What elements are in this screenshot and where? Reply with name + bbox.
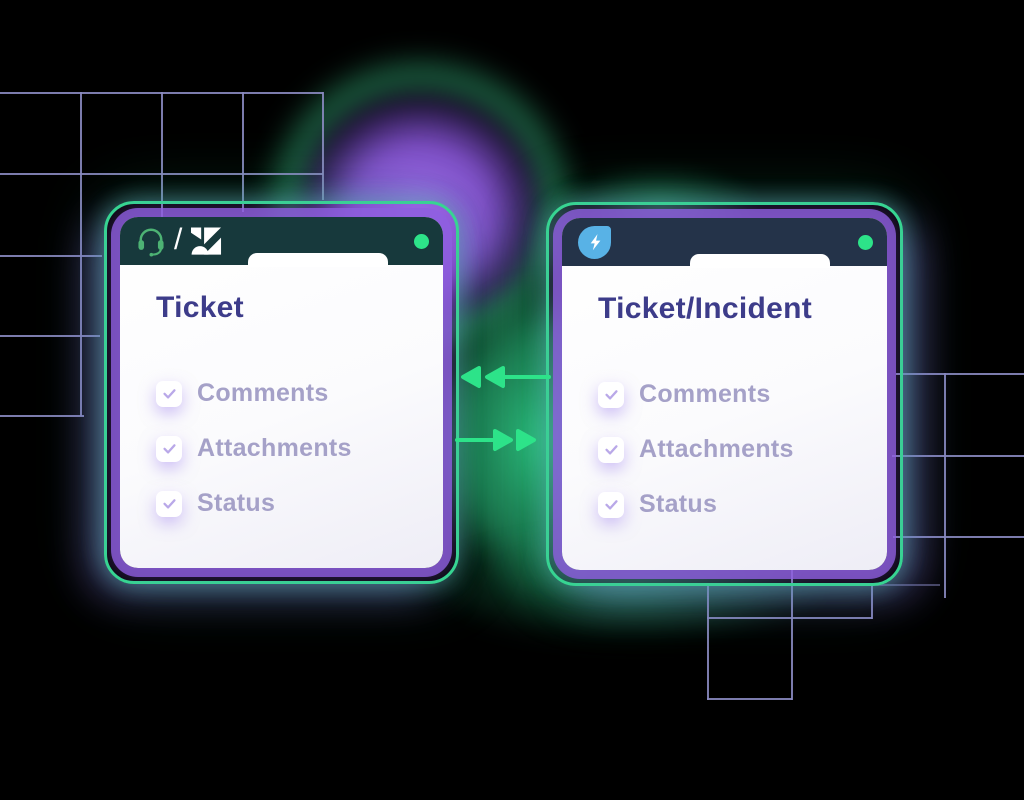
grid-line	[871, 584, 873, 619]
field-row-status: Status	[598, 490, 867, 519]
arrowhead-right-icon	[492, 427, 516, 453]
grid-line	[707, 584, 709, 700]
field-label: Attachments	[639, 435, 794, 463]
grid-line	[944, 373, 946, 598]
field-label: Status	[197, 489, 276, 517]
field-label: Attachments	[197, 434, 352, 462]
grid-line	[80, 92, 82, 416]
logo-separator: /	[174, 223, 183, 256]
checkbox-attachments[interactable]	[598, 436, 624, 463]
status-dot	[858, 234, 873, 250]
grid-line	[893, 536, 1024, 538]
field-label: Comments	[639, 380, 771, 408]
grid-line	[0, 335, 100, 337]
checkbox-status[interactable]	[156, 490, 182, 517]
card-title: Ticket/Incident	[598, 292, 813, 325]
incident-ticket-window: Ticket/Incident Comments Attachments	[546, 202, 903, 586]
card-body: Ticket Comments Attachments	[120, 265, 443, 518]
field-list: Comments Attachments Status	[598, 380, 867, 519]
card-body: Ticket/Incident Comments Attachments	[562, 266, 887, 519]
field-row-attachments: Attachments	[598, 435, 867, 464]
checkbox-comments[interactable]	[598, 381, 624, 408]
field-list: Comments Attachments Status	[156, 379, 423, 518]
checkbox-comments[interactable]	[156, 380, 182, 407]
checkbox-status[interactable]	[598, 491, 624, 518]
grid-line	[791, 570, 793, 700]
zendesk-ticket-card: / Ticket	[120, 217, 443, 568]
field-label: Comments	[197, 379, 329, 407]
checkbox-attachments[interactable]	[156, 435, 182, 462]
card-title: Ticket	[156, 291, 244, 324]
grid-line	[896, 373, 1024, 375]
field-row-attachments: Attachments	[156, 434, 423, 463]
arrowhead-left-icon	[458, 364, 482, 390]
arrowhead-right-icon	[515, 427, 539, 453]
arrowhead-left-icon	[482, 364, 506, 390]
zendesk-ticket-window: / Ticket	[104, 201, 459, 584]
grid-line	[0, 255, 102, 257]
grid-line	[242, 92, 244, 212]
field-label: Status	[639, 490, 718, 518]
window-tab	[690, 254, 830, 268]
zendesk-logo	[191, 227, 222, 255]
headset-icon	[136, 225, 166, 257]
grid-line	[0, 415, 84, 417]
grid-line	[892, 455, 1024, 457]
incident-ticket-card: Ticket/Incident Comments Attachments	[562, 218, 887, 570]
field-row-status: Status	[156, 489, 423, 518]
field-row-comments: Comments	[598, 380, 867, 409]
grid-line	[322, 92, 324, 200]
field-row-comments: Comments	[156, 379, 423, 408]
grid-line	[707, 617, 872, 619]
status-dot	[414, 233, 429, 249]
lightning-logo	[578, 225, 611, 259]
grid-line	[707, 698, 792, 700]
grid-line	[161, 92, 163, 256]
